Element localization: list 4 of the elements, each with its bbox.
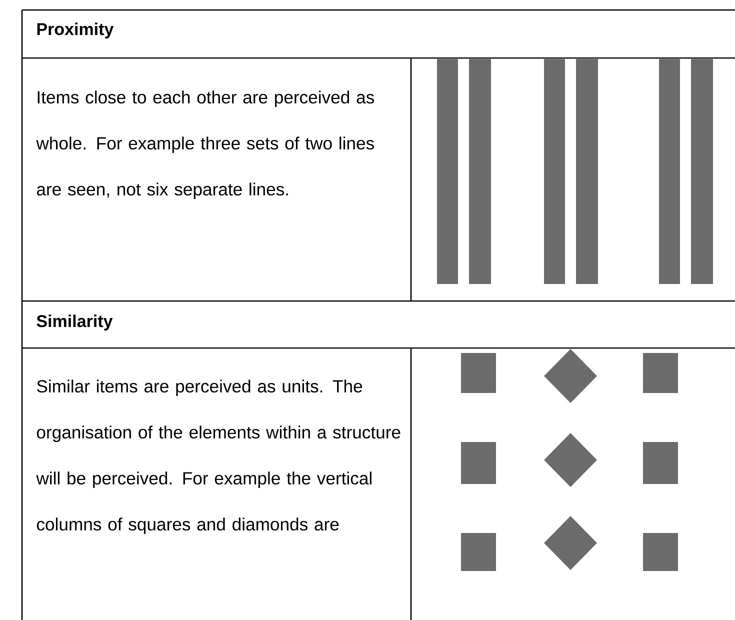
description-text: Items close to each other are perceived as whole. For example three sets of two lines are seen, not six separate lines.: [36, 90, 374, 200]
heading-text: Similarity: [36, 314, 113, 331]
heading-text: Proximity: [37, 22, 114, 39]
description-text: Similar items are perceived as units. The organisation of the elements within a structure will be perceived. For example the vertical columns of squares and diamonds are: [36, 380, 400, 534]
